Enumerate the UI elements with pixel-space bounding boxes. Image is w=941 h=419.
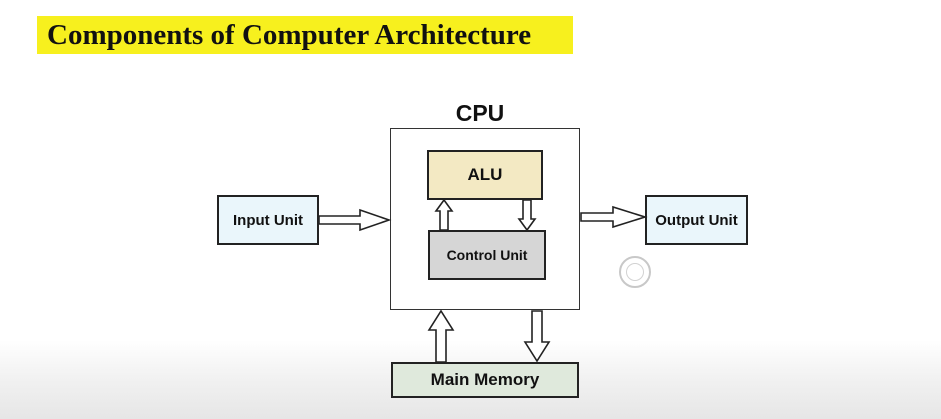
page-title: Components of Computer Architecture bbox=[37, 16, 573, 54]
control-unit-box: Control Unit bbox=[428, 230, 546, 280]
arrow-control-to-alu bbox=[434, 198, 454, 231]
arrow-cpu-to-output bbox=[580, 205, 648, 229]
cpu-label: CPU bbox=[455, 100, 505, 126]
output-unit-box: Output Unit bbox=[645, 195, 748, 245]
arrow-memory-to-cpu bbox=[427, 309, 455, 363]
arrow-alu-to-control bbox=[517, 199, 537, 232]
arrow-input-to-cpu bbox=[318, 208, 392, 232]
alu-box: ALU bbox=[427, 150, 543, 200]
input-unit-box: Input Unit bbox=[217, 195, 319, 245]
cursor-ring-icon bbox=[619, 256, 651, 288]
arrow-cpu-to-memory bbox=[523, 310, 551, 363]
main-memory-box: Main Memory bbox=[391, 362, 579, 398]
